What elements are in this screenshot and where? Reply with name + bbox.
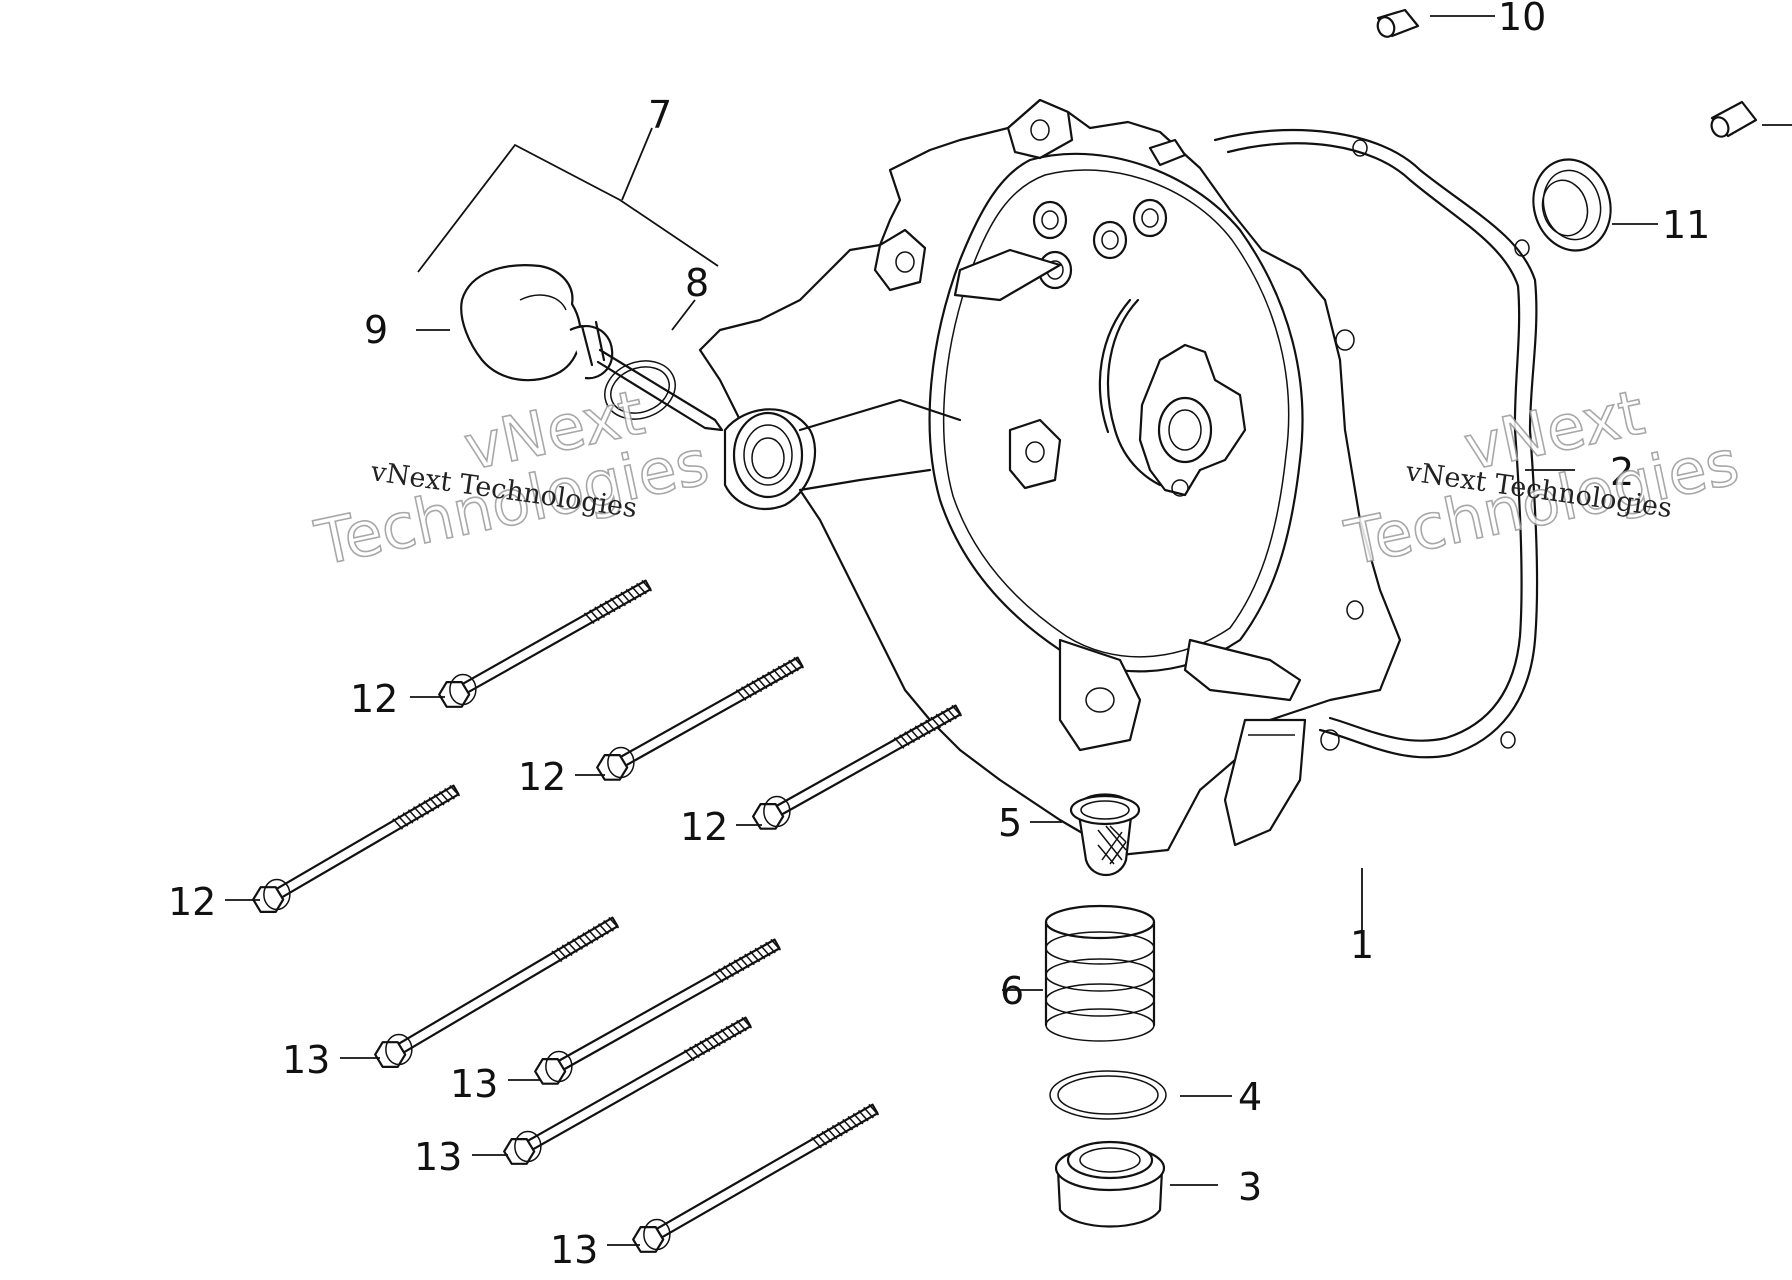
callout-labels: 10 11 2 1 5 6 4 3 7 8 9 12 12 12 12 13 1… xyxy=(168,0,1710,1272)
callout-12-d: 12 xyxy=(168,880,216,924)
callout-12-a: 12 xyxy=(350,677,398,721)
dowel-pin-top xyxy=(1376,8,1420,38)
bolt-13-c xyxy=(503,1016,753,1165)
drain-plug xyxy=(1054,1140,1166,1228)
callout-2: 2 xyxy=(1610,450,1634,494)
bolt-12-b xyxy=(596,656,804,781)
callout-1: 1 xyxy=(1350,923,1374,967)
oil-seal xyxy=(1532,158,1612,252)
watermark-left: vNext Technologies vNext Technologies xyxy=(308,375,715,581)
strainer-spring xyxy=(1044,904,1156,1042)
bolt-12-d xyxy=(252,784,461,913)
crankcase-cover xyxy=(698,98,1539,857)
callout-3: 3 xyxy=(1238,1165,1262,1209)
watermark-right: vNext Technologies vNext Technologies xyxy=(1338,375,1745,581)
o-ring xyxy=(1049,1070,1167,1120)
bolt-group xyxy=(252,579,962,1253)
leader-lines xyxy=(225,15,1792,1246)
callout-11: 11 xyxy=(1662,203,1710,247)
callout-5: 5 xyxy=(998,801,1022,845)
callout-13-d: 13 xyxy=(550,1228,598,1272)
callout-9: 9 xyxy=(364,308,388,352)
bolt-13-b xyxy=(534,938,781,1085)
callout-6: 6 xyxy=(1000,969,1024,1013)
callout-10: 10 xyxy=(1498,0,1546,39)
callout-4: 4 xyxy=(1238,1075,1262,1119)
callout-8: 8 xyxy=(685,261,709,305)
bolt-12-c xyxy=(752,704,962,830)
callout-13-c: 13 xyxy=(414,1135,462,1179)
callout-13-a: 13 xyxy=(282,1038,330,1082)
oil-strainer-screen xyxy=(1069,793,1141,876)
callout-12-c: 12 xyxy=(680,805,728,849)
dipstick-assembly xyxy=(460,264,724,432)
bolt-13-a xyxy=(374,916,620,1068)
bolt-12-a xyxy=(438,579,653,708)
callout-13-b: 13 xyxy=(450,1062,498,1106)
dowel-pin-right xyxy=(1710,100,1758,138)
callout-12-b: 12 xyxy=(518,755,566,799)
callout-7: 7 xyxy=(648,93,672,137)
bolt-13-d xyxy=(632,1103,880,1253)
